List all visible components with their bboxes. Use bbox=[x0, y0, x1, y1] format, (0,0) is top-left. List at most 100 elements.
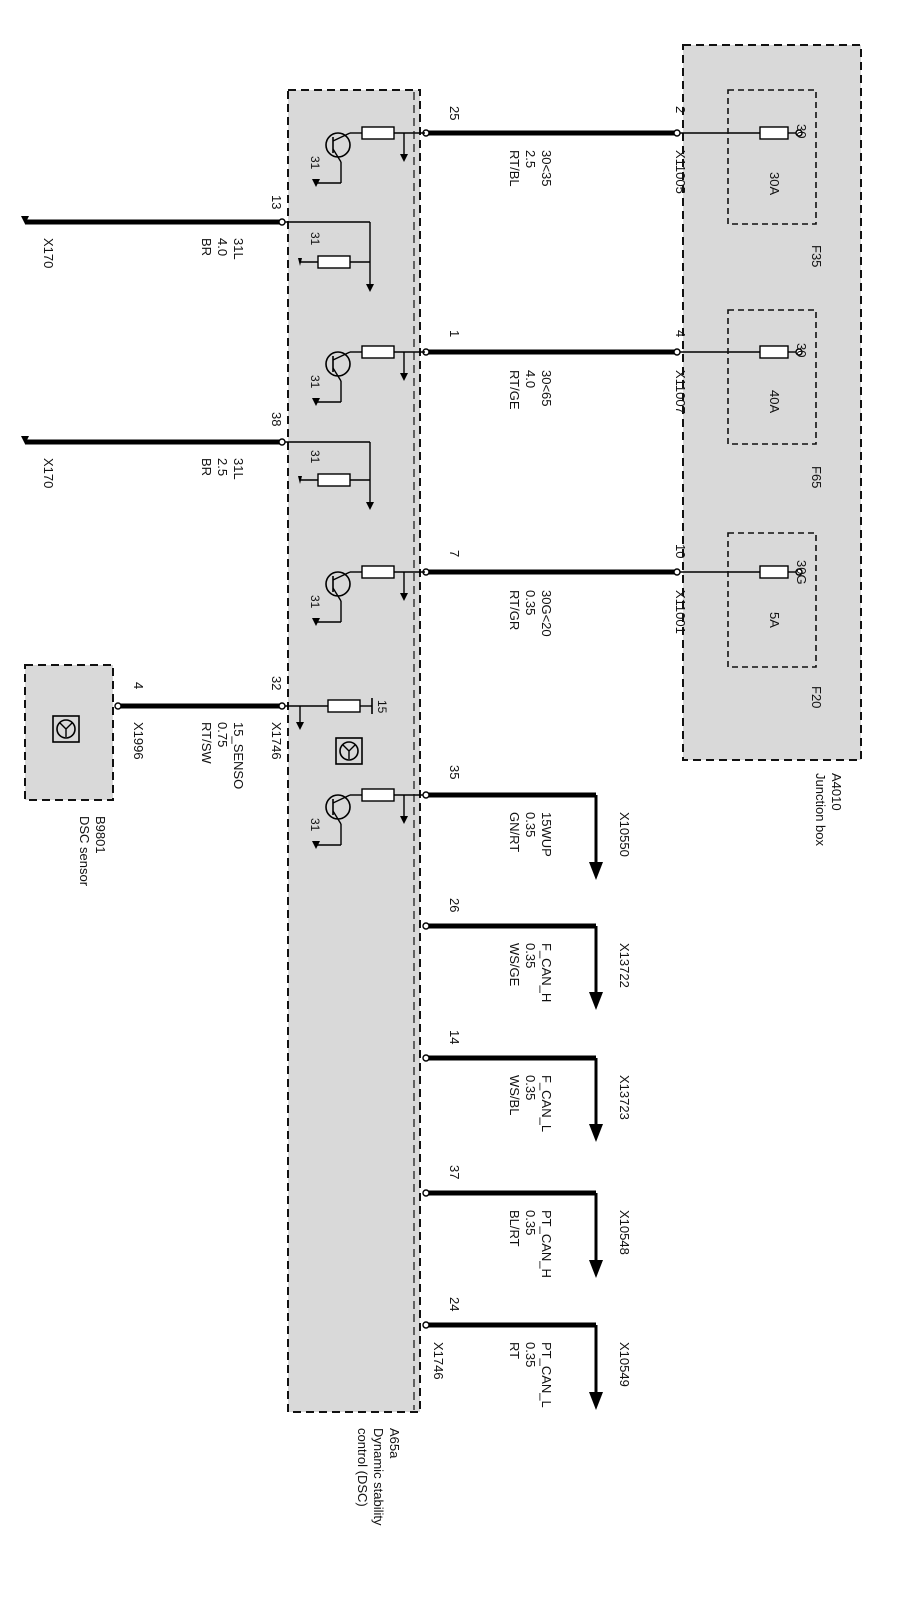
output-wire-3-size: 0.35 bbox=[523, 1075, 538, 1100]
dsc-sensor-name: DSC sensor bbox=[77, 816, 92, 887]
sensor-icon bbox=[52, 715, 80, 743]
ground-wire-2-signal: 31L bbox=[231, 458, 246, 480]
output-wire-5-size: 0.35 bbox=[523, 1342, 538, 1367]
supply-wire-2-signal: 30<65 bbox=[539, 370, 554, 407]
supply-wire-3-signal: 30G<20 bbox=[539, 590, 554, 637]
output-wire-2-dsc-pin: 26 bbox=[447, 898, 462, 912]
dsc-sensor-symbol-icon bbox=[335, 737, 363, 765]
output-wire-4-signal: PT_CAN_H bbox=[539, 1210, 554, 1278]
output-wire-4-size: 0.35 bbox=[523, 1210, 538, 1235]
output-wire-4-dsc-pin: 37 bbox=[447, 1165, 462, 1179]
sensor-wire-dsc-connector: X1746 bbox=[269, 722, 284, 760]
output-wire-2: 26 F_CAN_H 0.35 WS/GE X13722 bbox=[422, 898, 632, 1010]
ground-wire-2-size: 2.5 bbox=[215, 458, 230, 476]
output-wire-4: 37 PT_CAN_H 0.35 BL/RT X10548 bbox=[422, 1165, 632, 1278]
output-wire-3-connector: X13723 bbox=[617, 1075, 632, 1120]
ground-wire-2-connector: X170 bbox=[41, 458, 56, 488]
supply-wire-1: 25 2 30<35 2.5 RT/BL X11005 bbox=[422, 106, 760, 194]
dsc-module-id: A65a bbox=[387, 1428, 402, 1459]
sensor-wire-sensor-connector: X1996 bbox=[131, 722, 146, 760]
fuse-f35-rating: 30A bbox=[767, 172, 782, 195]
output-wire-5-connector: X10549 bbox=[617, 1342, 632, 1387]
sensor-wire-signal: 15_SENSO bbox=[231, 722, 246, 789]
fuse-f35: 30 30A F35 bbox=[727, 89, 824, 267]
output-wire-4-connector: X10548 bbox=[617, 1210, 632, 1255]
output-wire-3-signal: F_CAN_L bbox=[539, 1075, 554, 1132]
transistor-3-ground-label: 31 bbox=[308, 595, 322, 609]
ground-wire-1-dsc-pin: 13 bbox=[269, 195, 284, 209]
ground-wire-2-dsc-pin: 38 bbox=[269, 412, 284, 426]
output-wire-3-dsc-pin: 14 bbox=[447, 1030, 462, 1044]
output-wire-5: 24 PT_CAN_L 0.35 RT X10549 bbox=[422, 1297, 632, 1410]
supply-wire-1-dsc-pin: 25 bbox=[447, 106, 462, 120]
sensor-wire-color: RT/SW bbox=[199, 722, 214, 764]
supply-wire-2-jb-pin: 4 bbox=[673, 330, 688, 337]
ground-wire-1-signal: 31L bbox=[231, 238, 246, 260]
output-wire-2-size: 0.35 bbox=[523, 943, 538, 968]
transistor-switch-1: 31 bbox=[308, 126, 425, 187]
ground-wire-2-color: BR bbox=[199, 458, 214, 476]
supply-wire-3-dsc-pin: 7 bbox=[447, 550, 462, 557]
internal-ground-1: 31 bbox=[285, 221, 374, 292]
fuse-f65-rating: 40A bbox=[767, 390, 782, 413]
ground-wire-1-size: 4.0 bbox=[215, 238, 230, 256]
output-wire-1-size: 0.35 bbox=[523, 812, 538, 837]
supply-wire-3-color: RT/GR bbox=[507, 590, 522, 630]
output-wire-1: 35 15WUP 0.35 GN/RT X10550 bbox=[422, 765, 632, 880]
supply-wire-3-size: 0.35 bbox=[523, 590, 538, 615]
supply-wire-2-size: 4.0 bbox=[523, 370, 538, 388]
fuse-f20-rating: 5A bbox=[767, 612, 782, 628]
fuse-f35-id: F35 bbox=[809, 245, 824, 267]
fuse-f20-terminal: 30G bbox=[794, 560, 809, 585]
ground-wire-1-color: BR bbox=[199, 238, 214, 256]
fuse-f20-id: F20 bbox=[809, 686, 824, 708]
fuse-f65-terminal: 30 bbox=[794, 343, 809, 357]
dsc-connector-bottom-label: X1746 bbox=[431, 1342, 446, 1380]
junction-box-id: A4010 bbox=[829, 773, 844, 811]
junction-box bbox=[682, 44, 862, 761]
transistor-2-ground-label: 31 bbox=[308, 375, 322, 389]
supply-wire-1-color: RT/BL bbox=[507, 150, 522, 187]
transistor-switch-4: 31 bbox=[308, 788, 425, 849]
sensor-wire-size: 0.75 bbox=[215, 722, 230, 747]
output-wire-4-color: BL/RT bbox=[507, 1210, 522, 1247]
sensor-wire-terminal: 15 bbox=[375, 700, 389, 714]
supply-wire-3: 7 10 30G<20 0.35 RT/GR X11001 bbox=[422, 544, 760, 637]
internal-ground-2: 31 bbox=[285, 441, 374, 510]
output-wire-3-color: WS/BL bbox=[507, 1075, 522, 1115]
output-wire-2-signal: F_CAN_H bbox=[539, 943, 554, 1002]
dsc-sensor-id: B9801 bbox=[93, 816, 108, 854]
dsc-module-name-line2: control (DSC) bbox=[355, 1428, 370, 1507]
supply-wire-1-size: 2.5 bbox=[523, 150, 538, 168]
dsc-module-name-line1: Dynamic stability bbox=[371, 1428, 386, 1526]
transistor-4-ground-label: 31 bbox=[308, 818, 322, 832]
output-wire-5-dsc-pin: 24 bbox=[447, 1297, 462, 1311]
ground-wire-1-connector: X170 bbox=[41, 238, 56, 268]
supply-wire-3-connector: X11001 bbox=[673, 590, 688, 634]
dsc-module bbox=[287, 89, 421, 1413]
sensor-wire: 15 32 4 X1996 X1746 15_SENSO 0.75 RT/SW bbox=[114, 676, 389, 789]
supply-wire-2-color: RT/GE bbox=[507, 370, 522, 410]
ground-wire-1: 13 X170 31L 4.0 BR bbox=[21, 195, 286, 268]
output-wire-1-dsc-pin: 35 bbox=[447, 765, 462, 779]
transistor-1-ground-label: 31 bbox=[308, 156, 322, 170]
output-wire-1-signal: 15WUP bbox=[539, 812, 554, 857]
supply-wire-3-jb-pin: 10 bbox=[673, 544, 688, 558]
output-wire-1-color: GN/RT bbox=[507, 812, 522, 852]
output-wire-2-connector: X13722 bbox=[617, 943, 632, 988]
transistor-switch-3: 31 bbox=[308, 565, 425, 626]
supply-wire-1-signal: 30<35 bbox=[539, 150, 554, 187]
supply-wire-1-jb-pin: 2 bbox=[673, 106, 688, 113]
supply-wire-2-dsc-pin: 1 bbox=[447, 330, 462, 337]
output-wire-5-signal: PT_CAN_L bbox=[539, 1342, 554, 1408]
internal-ground-1-label: 31 bbox=[308, 232, 322, 246]
fuse-f65-id: F65 bbox=[809, 466, 824, 488]
output-wire-5-color: RT bbox=[507, 1342, 522, 1359]
sensor-wire-dsc-pin: 32 bbox=[269, 676, 284, 690]
ground-wire-2: 38 X170 31L 2.5 BR bbox=[21, 412, 286, 488]
transistor-switch-2: 31 bbox=[308, 345, 425, 406]
supply-wire-2-connector: X11007 bbox=[673, 370, 688, 414]
sensor-wire-sensor-pin: 4 bbox=[131, 682, 146, 689]
dsc-sensor-box bbox=[24, 664, 114, 801]
